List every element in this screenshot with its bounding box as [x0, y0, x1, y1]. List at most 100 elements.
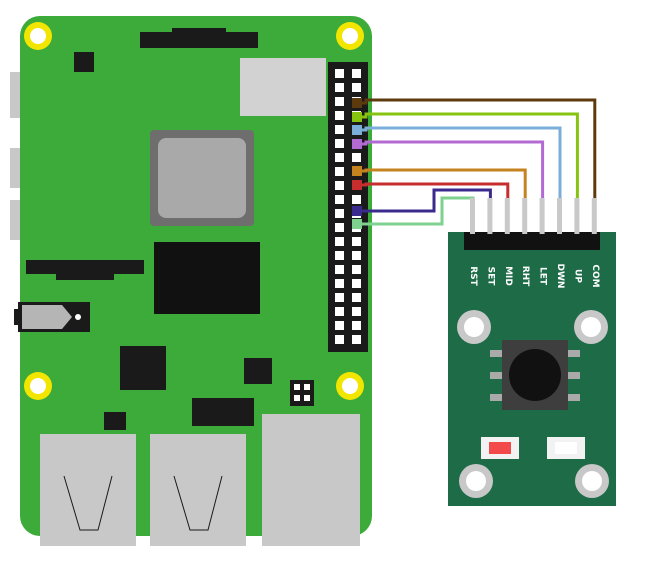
switch-leg [490, 350, 504, 357]
gpio-pin [335, 265, 344, 274]
poe-pin [304, 384, 310, 390]
ram-chip [154, 242, 260, 314]
ethernet-chip [192, 398, 254, 426]
gpio-pin [335, 251, 344, 260]
camera-connector-latch [56, 266, 114, 280]
gpio-pin [352, 279, 361, 288]
wire-connector-com [352, 98, 362, 108]
wire-mid [352, 182, 510, 200]
gpio-pin [335, 223, 344, 232]
pin-label-let: LET [538, 267, 548, 286]
switch-leg [566, 394, 580, 401]
wifi-module [240, 58, 326, 116]
gpio-pin [352, 293, 361, 302]
module-pin [574, 198, 580, 234]
switch-knob [509, 349, 561, 401]
module-pin [522, 198, 528, 234]
gpio-pin [335, 293, 344, 302]
wire-connector-let [352, 139, 362, 149]
ethernet-port [262, 414, 360, 546]
soc-chip-lid [158, 138, 246, 218]
module-mounting-hole [464, 317, 484, 337]
pin-label-rst: RST [468, 266, 478, 286]
module-pin [539, 198, 545, 234]
wire-connector-mid [352, 180, 362, 190]
power-chip [244, 358, 272, 384]
switch-leg [566, 372, 580, 379]
gpio-pin [335, 307, 344, 316]
gpio-pin [335, 321, 344, 330]
gpio-pin [352, 69, 361, 78]
mounting-holes [24, 22, 364, 400]
mounting-hole [342, 28, 358, 44]
switch-leg [566, 350, 580, 357]
usb-port-2 [150, 434, 246, 546]
module-pin [557, 198, 562, 234]
gpio-pin [335, 97, 344, 106]
usb-port-1-outline [63, 475, 113, 531]
gpio-pin [352, 265, 361, 274]
gpio-pin [352, 307, 361, 316]
poe-pin [294, 395, 300, 401]
joystick-module: RST SET MID RHT LET DWN UP COM [448, 198, 616, 506]
usb-port-2-outline [173, 475, 223, 531]
small-chip [74, 52, 94, 72]
poe-pin [304, 395, 310, 401]
gpio-pin [335, 69, 344, 78]
wire-connector-rht [352, 166, 362, 176]
module-pin [504, 198, 510, 234]
gpio-pin [335, 125, 344, 134]
poe-pin [294, 384, 300, 390]
gpio-pin [352, 153, 361, 162]
mounting-hole [30, 28, 46, 44]
pin-label-dwn: DWN [555, 264, 565, 289]
display-connector-latch [172, 28, 226, 42]
module-pin [591, 198, 597, 234]
pin-label-up: UP [572, 269, 582, 283]
small-chip [104, 412, 126, 430]
pin-label-set: SET [485, 267, 495, 287]
module-pin [470, 198, 475, 234]
led-resistor-body [489, 442, 511, 454]
gpio-pin [335, 209, 344, 218]
capacitor-body [555, 442, 577, 454]
pin-label-com: COM [590, 264, 600, 287]
usb-port-1 [40, 434, 136, 546]
five-way-switch [490, 340, 580, 410]
module-mounting-hole [466, 471, 486, 491]
mounting-hole [342, 378, 358, 394]
gpio-pin [335, 279, 344, 288]
switch-leg [490, 394, 504, 401]
mounting-hole [30, 378, 46, 394]
module-pin [487, 198, 493, 234]
gpio-pin [352, 251, 361, 260]
module-mounting-hole [582, 471, 602, 491]
audio-jack-plug [62, 305, 72, 329]
wire-set [352, 188, 492, 213]
gpio-pin [352, 83, 361, 92]
pin-label-rht: RHT [520, 266, 530, 287]
pin-labels: RST SET MID RHT LET DWN UP COM [468, 264, 600, 289]
pin-header [464, 232, 600, 250]
gpio-pin [335, 237, 344, 246]
audio-jack-dot [75, 314, 81, 320]
gpio-pin [335, 167, 344, 176]
module-mounting-hole [581, 317, 601, 337]
wire-connector-set [352, 206, 362, 216]
pin-label-mid: MID [503, 266, 513, 286]
wire-connector-up [352, 112, 362, 122]
raspberry-pi-board [10, 16, 372, 546]
poe-header [290, 380, 314, 406]
usb-controller-chip [120, 346, 166, 390]
wire-connector-rst [352, 219, 362, 229]
gpio-pin [335, 195, 344, 204]
gpio-pin [352, 195, 361, 204]
gpio-pin [335, 153, 344, 162]
module-pins [470, 198, 597, 234]
audio-jack-tip [14, 309, 22, 325]
wire-connector-dwn [352, 125, 362, 135]
gpio-pin [335, 111, 344, 120]
gpio-pin [352, 335, 361, 344]
gpio-pin [352, 321, 361, 330]
